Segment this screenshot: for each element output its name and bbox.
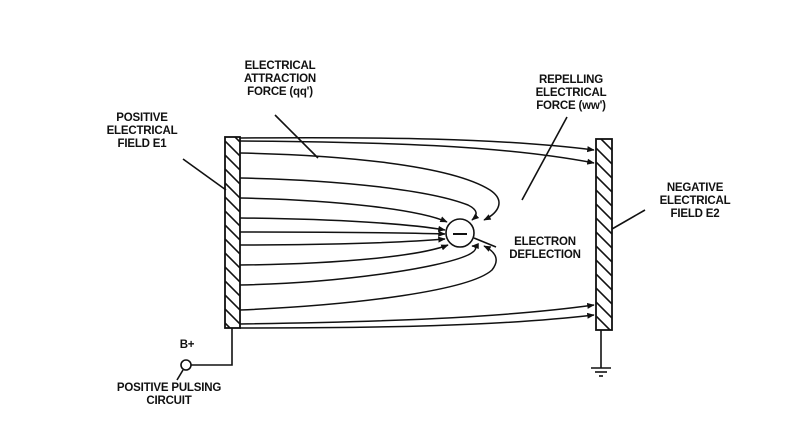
leader-attraction-force <box>274 114 319 159</box>
label-negative-field: NEGATIVE ELECTRICAL FIELD E2 <box>659 182 731 220</box>
field-line-top-inner <box>239 140 595 165</box>
leader-lines <box>182 114 646 248</box>
ground-symbol <box>591 330 611 377</box>
leader-electron-deflection <box>473 237 497 248</box>
negative-plate-e2 <box>595 138 613 331</box>
leader-negative-field <box>611 209 646 230</box>
leader-repelling-force <box>521 116 568 201</box>
field-line <box>239 236 446 246</box>
positive-plate-e1 <box>224 136 241 329</box>
field-line <box>239 230 446 237</box>
label-positive-field: POSITIVE ELECTRICAL FIELD E1 <box>106 112 178 150</box>
field-line <box>239 244 449 266</box>
field-line-bottom-outer <box>239 312 595 329</box>
pulsing-circuit-wire <box>176 328 233 381</box>
field-line-top-outer <box>239 136 595 153</box>
field-line <box>239 152 500 221</box>
label-b-plus: B+ <box>179 339 195 351</box>
leader-pulsing-circuit <box>176 369 184 381</box>
electron <box>445 218 475 248</box>
label-attraction-force: ELECTRICAL ATTRACTION FORCE (qq') <box>244 60 316 98</box>
field-lines <box>239 136 595 329</box>
field-line <box>239 177 480 221</box>
field-line <box>239 217 446 232</box>
b-plus-terminal <box>180 359 192 371</box>
field-line <box>239 245 497 311</box>
field-line-bottom-inner <box>239 302 595 325</box>
label-repelling-force: REPELLING ELECTRICAL FORCE (ww') <box>535 74 607 112</box>
field-line <box>239 243 479 286</box>
label-electron-deflection: ELECTRON DEFLECTION <box>509 236 581 261</box>
label-pulsing-circuit: POSITIVE PULSING CIRCUIT <box>116 382 222 407</box>
leader-positive-field <box>182 158 227 191</box>
field-line <box>239 197 448 223</box>
